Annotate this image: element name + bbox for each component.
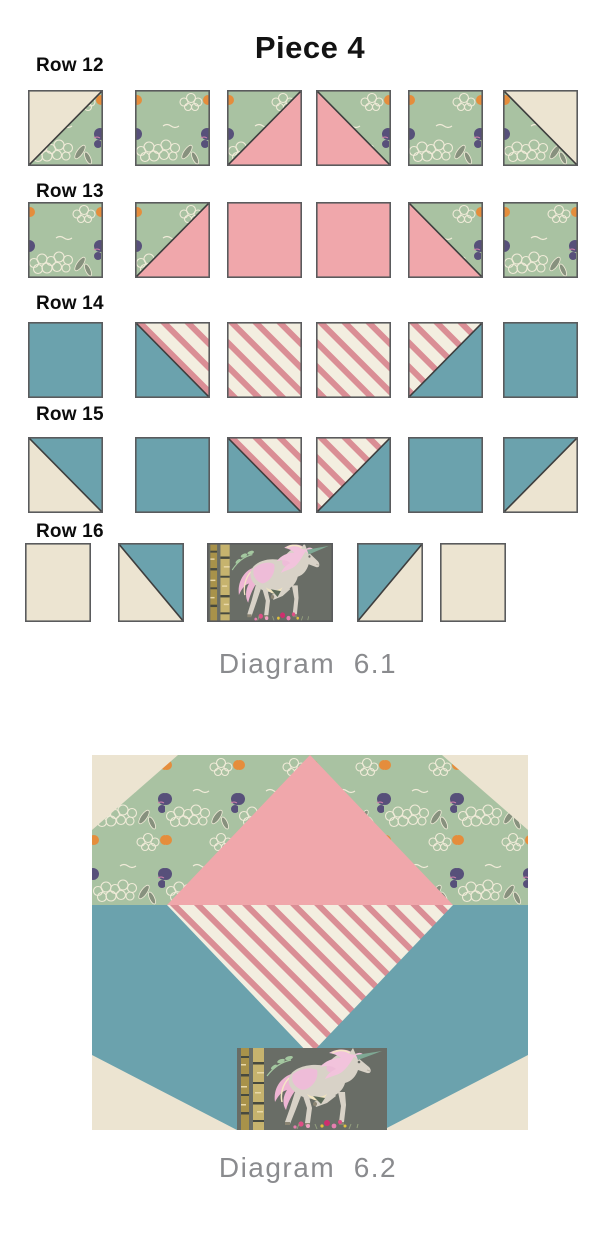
row-13-cell-5 bbox=[408, 202, 483, 278]
row-13-cell-1 bbox=[28, 202, 103, 278]
assembly-region-unicorn-panel bbox=[237, 1048, 387, 1130]
row-16-cell-1 bbox=[25, 543, 91, 622]
row-label-row-15: Row 15 bbox=[36, 404, 104, 425]
row-12-cell-6 bbox=[503, 90, 578, 166]
row-12-cell-2 bbox=[135, 90, 210, 166]
row-14-cell-2 bbox=[135, 322, 210, 398]
row-16-cell-3 bbox=[207, 543, 333, 622]
diagram-6-2-assembled-block bbox=[92, 755, 528, 1130]
assembly-region-corner-top-left bbox=[92, 755, 178, 830]
row-14-cell-4 bbox=[316, 322, 391, 398]
row-label-row-16: Row 16 bbox=[36, 521, 104, 542]
caption-diagram-6-1: Diagram 6.1 bbox=[218, 648, 398, 679]
row-13-cell-6 bbox=[503, 202, 578, 278]
row-12-cell-1 bbox=[28, 90, 103, 166]
row-12-cell-3 bbox=[227, 90, 302, 166]
row-16-cell-5 bbox=[440, 543, 506, 622]
row-15-cell-1 bbox=[28, 437, 103, 513]
row-14-cell-1 bbox=[28, 322, 103, 398]
row-14-cell-3 bbox=[227, 322, 302, 398]
row-14-cell-5 bbox=[408, 322, 483, 398]
row-label-row-13: Row 13 bbox=[36, 181, 104, 202]
assembly-region-center-triangle-up bbox=[167, 755, 453, 905]
row-15-cell-6 bbox=[503, 437, 578, 513]
row-12-cell-4 bbox=[316, 90, 391, 166]
row-label-row-14: Row 14 bbox=[36, 293, 104, 314]
row-15-cell-2 bbox=[135, 437, 210, 513]
row-16-cell-4 bbox=[357, 543, 423, 622]
row-13-cell-2 bbox=[135, 202, 210, 278]
assembly-region-corner-top-right bbox=[442, 755, 528, 830]
page-title: Piece 4 bbox=[254, 30, 366, 65]
row-13-cell-3 bbox=[227, 202, 302, 278]
row-12-cell-5 bbox=[408, 90, 483, 166]
row-label-row-12: Row 12 bbox=[36, 55, 104, 76]
row-15-cell-4 bbox=[316, 437, 391, 513]
row-15-cell-5 bbox=[408, 437, 483, 513]
caption-diagram-6-2: Diagram 6.2 bbox=[218, 1152, 398, 1183]
row-14-cell-6 bbox=[503, 322, 578, 398]
assembly-region-stripe-triangle-down bbox=[167, 905, 453, 1055]
row-15-cell-3 bbox=[227, 437, 302, 513]
row-16-cell-2 bbox=[118, 543, 184, 622]
row-13-cell-4 bbox=[316, 202, 391, 278]
